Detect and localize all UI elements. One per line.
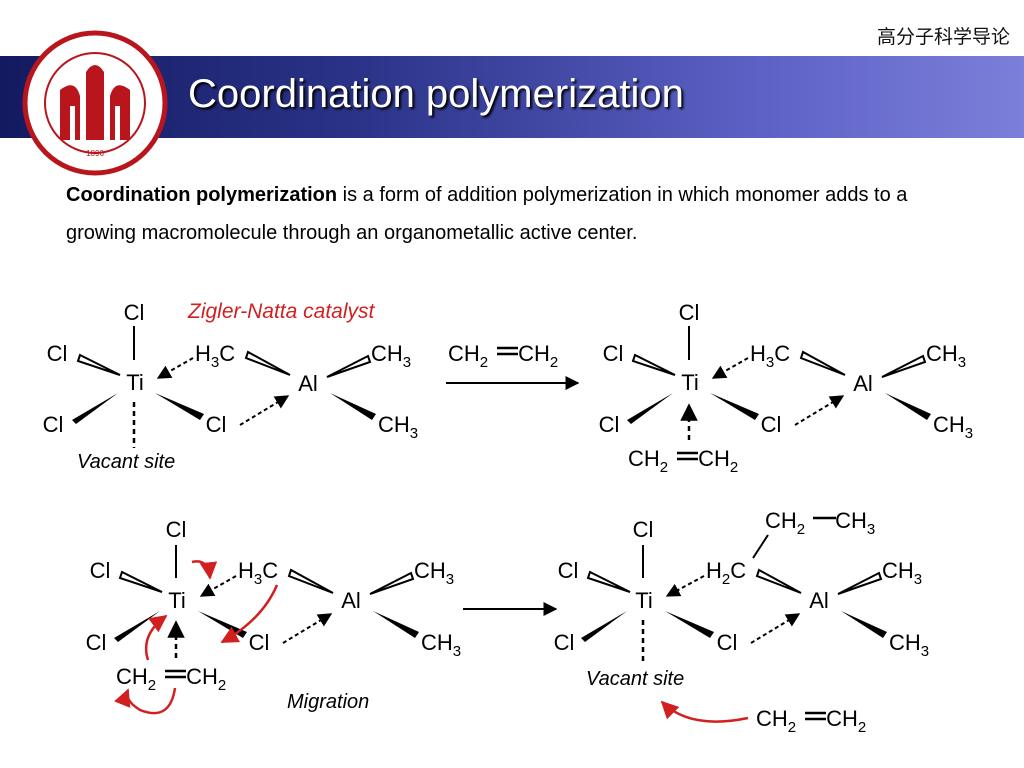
svg-text:Cl: Cl [90, 558, 111, 583]
title-band [0, 56, 1024, 138]
svg-text:Cl: Cl [554, 630, 575, 655]
catalyst-label: Zigler-Natta catalyst [187, 300, 376, 323]
svg-text:Cl: Cl [86, 630, 107, 655]
svg-text:CH3: CH3 [414, 558, 454, 588]
svg-text:Al: Al [853, 371, 873, 396]
svg-text:Al: Al [341, 588, 361, 613]
svg-text:Ti: Ti [635, 588, 653, 613]
intro-paragraph: Coordination polymerization is a form of… [66, 176, 966, 252]
al: Al [298, 371, 318, 396]
cl-lower-right: Cl [206, 412, 227, 437]
svg-text:Ti: Ti [681, 370, 699, 395]
vacant-site-2: Vacant site [586, 668, 684, 690]
svg-text:H3C: H3C [750, 341, 790, 371]
svg-text:CH3: CH3 [421, 630, 461, 660]
cl-upper-left: Cl [47, 341, 68, 366]
vacant-site-1: Vacant site [77, 451, 175, 473]
ch3-lower: CH3 [378, 412, 418, 442]
svg-text:Cl: Cl [761, 412, 782, 437]
svg-text:H2C: H2C [706, 558, 746, 588]
svg-text:H3C: H3C [238, 558, 278, 588]
svg-text:Cl: Cl [717, 630, 738, 655]
svg-text:CH3: CH3 [889, 630, 929, 660]
svg-text:CH3: CH3 [882, 558, 922, 588]
university-logo: 1896 [22, 30, 168, 176]
ch3-upper: CH3 [371, 341, 411, 371]
logo-year: 1896 [86, 149, 104, 158]
cl-lower-left: Cl [43, 412, 64, 437]
slide-title: Coordination polymerization [188, 72, 684, 116]
svg-text:Cl: Cl [249, 630, 270, 655]
ti: Ti [126, 370, 144, 395]
svg-text:CH3: CH3 [926, 341, 966, 371]
svg-text:CH3: CH3 [933, 412, 973, 442]
intro-rest: is a form of addition polymerization in … [66, 184, 908, 244]
complex-1: Cl Cl Ti Cl Cl Vacant site Zigler-Natta … [43, 300, 419, 473]
svg-text:Cl: Cl [558, 558, 579, 583]
svg-text:Cl: Cl [633, 517, 654, 542]
svg-text:Al: Al [809, 588, 829, 613]
svg-text:Cl: Cl [599, 412, 620, 437]
svg-text:Cl: Cl [166, 517, 187, 542]
migration-label: Migration [287, 691, 369, 713]
h3c: H3C [195, 341, 235, 371]
svg-text:Cl: Cl [603, 341, 624, 366]
intro-term: Coordination polymerization [66, 184, 338, 206]
svg-text:Cl: Cl [679, 300, 700, 325]
svg-text:Ti: Ti [168, 588, 186, 613]
course-label: 高分子科学导论 [876, 26, 1010, 48]
cl-top: Cl [124, 300, 145, 325]
